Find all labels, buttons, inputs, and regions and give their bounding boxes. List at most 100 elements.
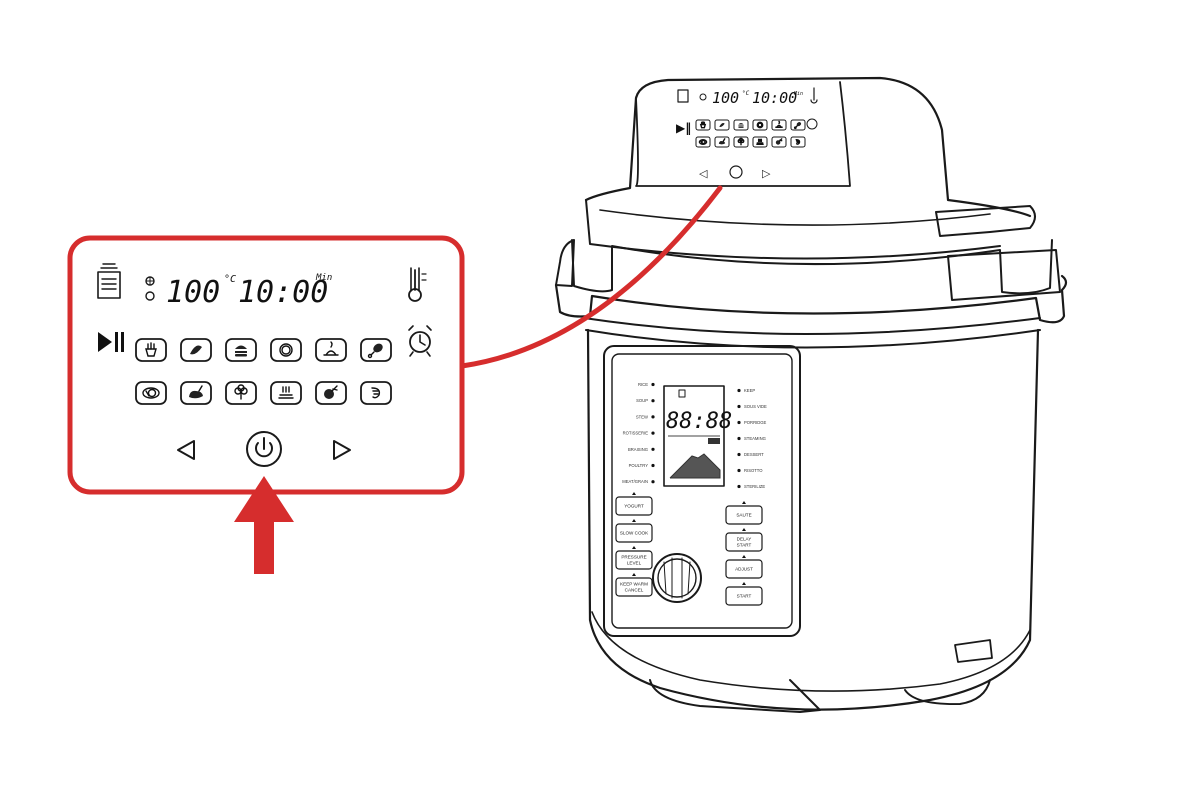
play-pause-icon: ▶‖ [676, 121, 691, 135]
lid-preset-pizza-button[interactable] [752, 119, 768, 131]
chicken-icon [718, 138, 726, 145]
egg-icon [142, 387, 160, 399]
right-function-label: STEAMING [744, 436, 766, 441]
lid-preset-vegetables-button[interactable] [771, 136, 787, 148]
preset-fish-button[interactable] [180, 338, 212, 362]
lid-preset-fish-button[interactable] [714, 119, 730, 131]
indicator-dot [651, 447, 655, 451]
yogurt-button[interactable]: YOGURT [615, 492, 653, 516]
right-function-label: PORRIDGE [744, 420, 767, 425]
fan-icon [699, 93, 707, 101]
power-icon[interactable] [246, 431, 282, 467]
preset-burger-button[interactable] [225, 338, 257, 362]
preset-broccoli-button[interactable] [225, 381, 257, 405]
right-function-label: SOUS VIDE [744, 404, 767, 409]
pizza-icon [756, 121, 764, 129]
arrow-left-icon[interactable]: ◁ [699, 167, 708, 180]
adjust-button[interactable]: ADJUST [725, 555, 763, 579]
preset-vegetables-button[interactable] [315, 381, 347, 405]
arrow-right-icon[interactable]: ▷ [762, 167, 771, 180]
toast-icon [756, 138, 764, 145]
slow-cook-button[interactable]: SLOW COOK [615, 519, 653, 543]
lcd-screen [663, 385, 725, 487]
fries-icon [699, 121, 707, 129]
saute-button[interactable]: SAUTE [725, 501, 763, 525]
thermometer-icon [408, 267, 427, 302]
preset-pizza-button[interactable] [270, 338, 302, 362]
pressure-graph-icon [669, 453, 721, 479]
lock-icon [678, 389, 686, 398]
recipe-book-icon [677, 89, 689, 103]
button-label: SAUTE [736, 513, 751, 518]
indicator-dot [651, 382, 655, 387]
dessert-icon [323, 341, 339, 356]
vegetables-icon [775, 138, 783, 145]
indicator-dot [651, 415, 655, 419]
lid-preset-shrimp-button[interactable] [790, 136, 806, 148]
broccoli-icon [737, 137, 745, 146]
lid-temperature: 100 [712, 89, 739, 107]
dessert-icon [775, 120, 783, 128]
button-label: START [737, 594, 752, 599]
fries-icon [145, 342, 157, 357]
preset-drumstick-button[interactable] [360, 338, 392, 362]
preset-toast-button[interactable] [270, 381, 302, 405]
left-function-label: ROTISSERIE [623, 431, 649, 436]
preset-buttons [135, 338, 392, 405]
button-label: YOGURT [624, 504, 644, 509]
burger-icon [235, 345, 247, 357]
indicator-dot [651, 431, 655, 435]
lid-preset-fries-button[interactable] [695, 119, 711, 131]
lid-preset-burger-button[interactable] [733, 119, 749, 131]
lid-preset-chicken-button[interactable] [714, 136, 730, 148]
indicator-dot [737, 404, 741, 409]
lid-preset-broccoli-button[interactable] [733, 136, 749, 148]
callout-connector [459, 185, 723, 369]
fish-icon [190, 345, 202, 355]
arrow-left-icon[interactable] [177, 440, 196, 460]
alarm-clock-icon [806, 118, 818, 130]
right-function-label: RISOTTO [744, 468, 763, 473]
pressure-cooker [554, 76, 1068, 713]
play-pause-icon[interactable] [98, 332, 124, 352]
alarm-clock-icon [408, 325, 432, 357]
left-function-labels: RICESOUPSTEWROTISSERIEBRAISINGPOULTRYMEA… [622, 382, 655, 484]
arrow-right-icon[interactable] [333, 440, 351, 460]
callout-temperature-unit: °C [224, 274, 236, 285]
lid-preset-dessert-button[interactable] [771, 119, 787, 131]
indicator-dot [737, 436, 741, 441]
preset-fries-button[interactable] [135, 338, 167, 362]
indicator-arrow [234, 476, 294, 574]
button-label: ADJUST [735, 567, 753, 572]
lcd-digits: 88:88 [666, 409, 732, 434]
left-function-label: STEW [636, 414, 648, 419]
shrimp-icon [371, 387, 381, 399]
callout-temperature: 100 [166, 275, 220, 310]
control-dial[interactable] [652, 553, 702, 603]
button-label: SLOW COOK [620, 531, 649, 536]
lid-control-panel: 100 °C 10:00 Min ▶‖ ◁ ▷ [676, 87, 818, 180]
start-button[interactable]: START [725, 582, 763, 606]
lid-preset-egg-button[interactable] [695, 136, 711, 148]
broccoli-icon [234, 384, 248, 400]
lid-preset-drumstick-button[interactable] [790, 119, 806, 131]
indicator-dot [737, 452, 741, 457]
lid-temperature-unit: °C [742, 90, 750, 97]
indicator-dot [737, 468, 741, 473]
indicator-dot [651, 480, 655, 484]
chicken-icon [189, 385, 203, 399]
left-function-label: BRAISING [628, 447, 648, 452]
preset-shrimp-button[interactable] [360, 381, 392, 405]
preset-dessert-button[interactable] [315, 338, 347, 362]
power-icon[interactable] [729, 165, 743, 179]
lid-preset-toast-button[interactable] [752, 136, 768, 148]
preset-egg-button[interactable] [135, 381, 167, 405]
button-label: KEEP WARM [620, 582, 648, 587]
indicator-dot [737, 484, 741, 489]
right-function-label: KEEP [744, 388, 755, 393]
preset-chicken-button[interactable] [180, 381, 212, 405]
button-label: PRESSURE [621, 555, 646, 560]
